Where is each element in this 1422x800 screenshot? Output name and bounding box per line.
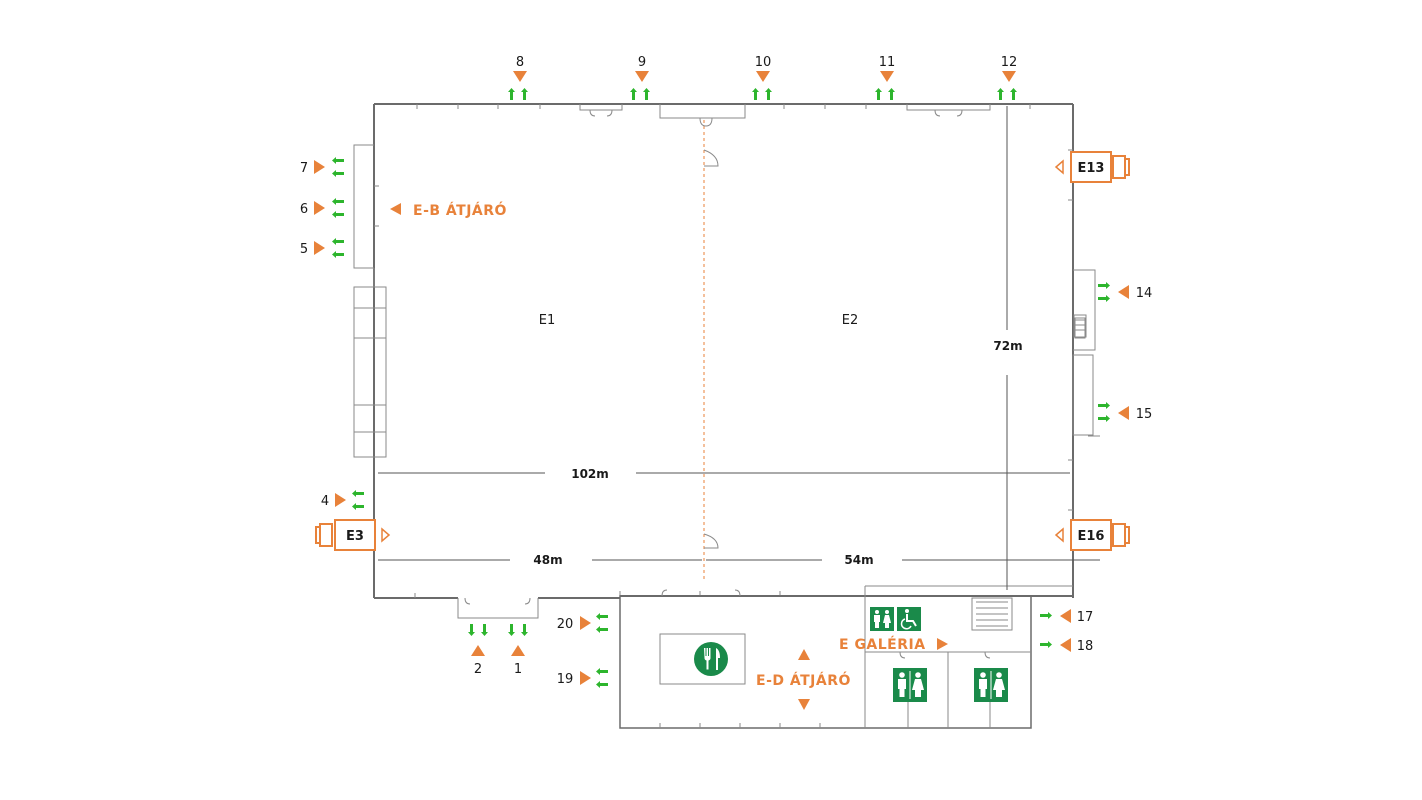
svg-text:10: 10 (755, 55, 772, 70)
hall-e1-label: E1 (539, 313, 556, 328)
exit-20[interactable]: 20 (557, 613, 608, 633)
e-b-passage-label[interactable]: E-B ÁTJÁRÓ (413, 201, 507, 219)
svg-text:8: 8 (516, 55, 524, 70)
svg-text:14: 14 (1136, 286, 1153, 301)
exit-14[interactable]: 14 (1098, 282, 1152, 302)
emergency-exit-icon (332, 157, 344, 177)
toilet-icon[interactable] (893, 668, 927, 702)
emergency-exit-icon (508, 624, 528, 636)
e-b-passage-arrow (390, 203, 401, 215)
exit-19[interactable]: 19 (557, 668, 608, 688)
entrance-e3[interactable] (315, 519, 391, 551)
svg-text:4: 4 (321, 494, 329, 509)
emergency-exit-icon (332, 238, 344, 258)
emergency-exit-icon (508, 88, 528, 100)
e-d-passage-label[interactable]: E-D ÁTJÁRÓ (756, 671, 851, 689)
exit-12[interactable]: 12 (997, 55, 1017, 100)
toilet-icon[interactable] (870, 607, 894, 631)
svg-text:12: 12 (1001, 55, 1018, 70)
entrance-e16-label: E16 (1078, 529, 1105, 544)
emergency-exit-icon (332, 198, 344, 218)
emergency-exit-icon (596, 613, 608, 633)
gallery-label[interactable]: E GALÉRIA (839, 636, 926, 653)
svg-text:20: 20 (557, 617, 574, 632)
wheelchair-icon[interactable] (897, 607, 921, 631)
entrance-e3-label: E3 (346, 529, 364, 544)
exit-10[interactable]: 10 (752, 55, 772, 100)
emergency-exit-icon (1040, 641, 1052, 648)
restaurant-icon[interactable] (694, 642, 728, 676)
exit-6[interactable]: 6 (300, 198, 344, 218)
emergency-exit-icon (1098, 402, 1110, 422)
exit-5[interactable]: 5 (300, 238, 344, 258)
dimension-left-width: 48m (533, 553, 562, 567)
gallery-arrow (937, 638, 948, 650)
emergency-exit-icon (630, 88, 650, 100)
exit-15[interactable]: 15 (1098, 402, 1152, 422)
emergency-exit-icon (468, 624, 488, 636)
e-d-passage-up-arrow (798, 649, 810, 660)
lower-annex-walls (619, 314, 1087, 729)
svg-text:2: 2 (474, 662, 482, 677)
e-d-passage-down-arrow (798, 699, 810, 710)
entrance-door-icon (1112, 523, 1130, 547)
entrance-e13-label: E13 (1078, 161, 1105, 176)
exit-17[interactable]: 17 (1040, 609, 1093, 625)
dimension-right-width: 54m (844, 553, 873, 567)
svg-text:11: 11 (879, 55, 896, 70)
svg-text:6: 6 (300, 202, 308, 217)
toilet-icon[interactable] (974, 668, 1008, 702)
entrance-door-icon (315, 523, 333, 547)
svg-text:17: 17 (1077, 610, 1094, 625)
exit-9[interactable]: 9 (630, 55, 650, 100)
dimension-lines (378, 106, 1100, 590)
dimension-total-width: 102m (571, 467, 609, 481)
entrance-door-icon (1112, 155, 1130, 179)
dimension-depth: 72m (993, 339, 1022, 353)
hall-e2-label: E2 (842, 313, 859, 328)
exit-8[interactable]: 8 (508, 55, 528, 100)
divider-door-top (703, 149, 719, 167)
svg-text:5: 5 (300, 242, 308, 257)
svg-text:9: 9 (638, 55, 646, 70)
emergency-exit-icon (596, 668, 608, 688)
emergency-exit-icon (875, 88, 895, 100)
emergency-exit-icon (752, 88, 772, 100)
svg-text:7: 7 (300, 161, 308, 176)
exit-2[interactable]: 2 (468, 624, 488, 677)
emergency-exit-icon (1098, 282, 1110, 302)
emergency-exit-icon (997, 88, 1017, 100)
hall-walls (353, 103, 1100, 619)
exit-11[interactable]: 11 (875, 55, 895, 100)
svg-text:15: 15 (1136, 407, 1153, 422)
entrance-e16[interactable] (1054, 519, 1130, 551)
exit-18[interactable]: 18 (1040, 638, 1093, 654)
entrance-e13[interactable] (1054, 151, 1130, 183)
svg-text:19: 19 (557, 672, 574, 687)
exit-7[interactable]: 7 (300, 157, 344, 177)
exit-1[interactable]: 1 (508, 624, 528, 677)
door-swings (464, 109, 991, 659)
exit-4[interactable]: 4 (321, 490, 364, 510)
svg-text:18: 18 (1077, 639, 1094, 654)
emergency-exit-icon (1040, 612, 1052, 619)
divider-door-bottom (703, 533, 719, 549)
emergency-exit-icon (352, 490, 364, 510)
svg-text:1: 1 (514, 662, 522, 677)
